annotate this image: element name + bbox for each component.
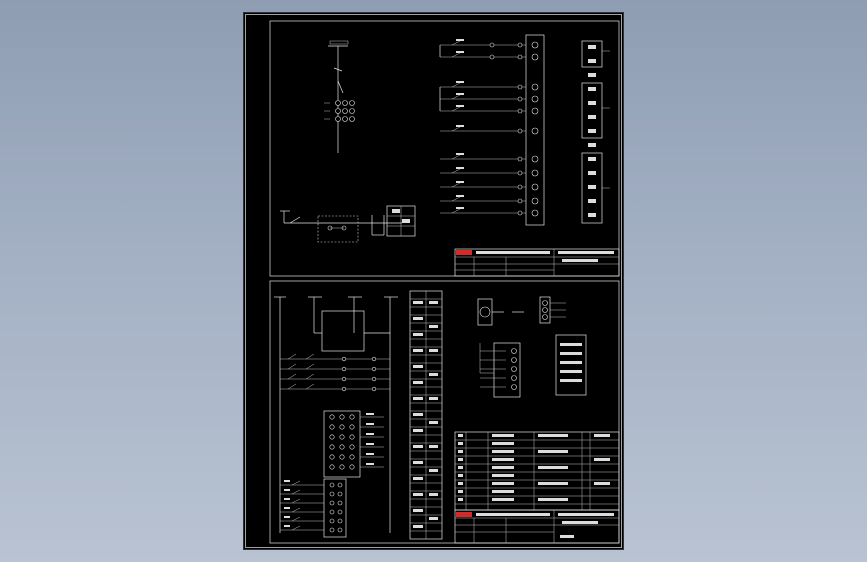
wiring-row [440, 207, 539, 217]
parts-list-row [455, 474, 619, 481]
output-row [280, 498, 343, 506]
logo-mark-upper [456, 250, 472, 255]
terminal-strip-row [329, 453, 384, 460]
terminal-strip-row [329, 443, 384, 450]
upper-panel-frame [269, 20, 620, 277]
title-block-lower [454, 509, 620, 544]
device-table-row [410, 490, 442, 496]
terminal-label-mark [588, 115, 596, 119]
wiring-row [440, 105, 539, 115]
device-table-row [410, 394, 442, 400]
meter-terminal [480, 352, 582, 363]
terminal-label-mark [588, 45, 596, 49]
device-table-row [410, 370, 442, 376]
device-table-row [410, 426, 442, 432]
wiring-row [440, 195, 539, 205]
device-table-row [410, 466, 442, 472]
output-row [280, 507, 343, 515]
device-table-row [410, 378, 442, 384]
parts-list-row [455, 458, 619, 465]
device-table-row [410, 458, 442, 464]
parts-list-row [455, 434, 619, 441]
wiring-row [440, 181, 539, 191]
title-block-upper [454, 248, 620, 277]
lower-bus-lines [274, 296, 398, 533]
wiring-row [440, 93, 539, 103]
parts-list-row [455, 482, 619, 489]
terminal-strip-row [329, 433, 384, 440]
logo-mark-lower [456, 512, 472, 517]
device-table-row [410, 346, 442, 352]
drawing-sheet [244, 13, 623, 549]
terminal-strip-row [329, 463, 384, 470]
terminal-label-mark [588, 185, 596, 189]
lower-panel-frame [269, 280, 620, 544]
terminal-block-upper [525, 34, 610, 226]
meter-terminal [480, 379, 582, 390]
wiring-row [440, 39, 539, 49]
output-row [280, 525, 343, 533]
terminal-label-mark [588, 199, 596, 203]
device-table-row [410, 322, 442, 328]
wiring-row [440, 51, 539, 61]
parts-list-row [455, 450, 619, 457]
wiring-row [440, 81, 539, 91]
sheet-border [245, 14, 622, 548]
terminal-label-mark [588, 171, 596, 175]
output-row [280, 480, 343, 488]
meter-terminal [480, 361, 582, 372]
output-row [280, 516, 343, 524]
terminal-label-mark [588, 157, 596, 161]
device-table-row [410, 506, 442, 512]
terminal-label-mark [588, 213, 596, 217]
contact-row [280, 353, 390, 362]
terminal-strip-row [329, 413, 384, 420]
lower-right-diagrams [477, 296, 587, 398]
parts-list-row [455, 466, 619, 473]
contact-row [280, 373, 390, 382]
terminal-strip-row [329, 423, 384, 430]
meter-terminal [480, 343, 582, 354]
parts-list-table [454, 431, 620, 511]
lower-device-column [323, 290, 443, 540]
parts-list-row [455, 442, 619, 449]
device-table-row [410, 474, 442, 480]
device-table-row [410, 314, 442, 320]
contact-row [280, 363, 390, 372]
parts-list-row [455, 490, 619, 497]
terminal-label-mark [588, 143, 596, 147]
wiring-row [440, 153, 539, 163]
terminal-label-mark [588, 87, 596, 91]
terminal-label-mark [588, 59, 596, 63]
device-table-row [410, 514, 442, 520]
wiring-row [440, 125, 539, 135]
schematic-canvas [245, 14, 622, 548]
device-table-row [410, 418, 442, 424]
wiring-row [440, 167, 539, 177]
device-table-row [410, 522, 442, 528]
meter-terminal [480, 370, 582, 381]
terminal-label-mark [588, 73, 596, 77]
single-line-diagram [324, 40, 355, 153]
device-table-row [410, 298, 442, 304]
terminal-label-mark [588, 101, 596, 105]
contact-row [280, 383, 390, 392]
parts-list-row [455, 498, 619, 505]
device-table-row [410, 330, 442, 336]
device-table-row [410, 362, 442, 368]
output-row [280, 489, 343, 497]
device-table-row [410, 410, 442, 416]
terminal-label-mark [588, 129, 596, 133]
device-table-row [410, 442, 442, 448]
control-circuit [280, 205, 416, 243]
